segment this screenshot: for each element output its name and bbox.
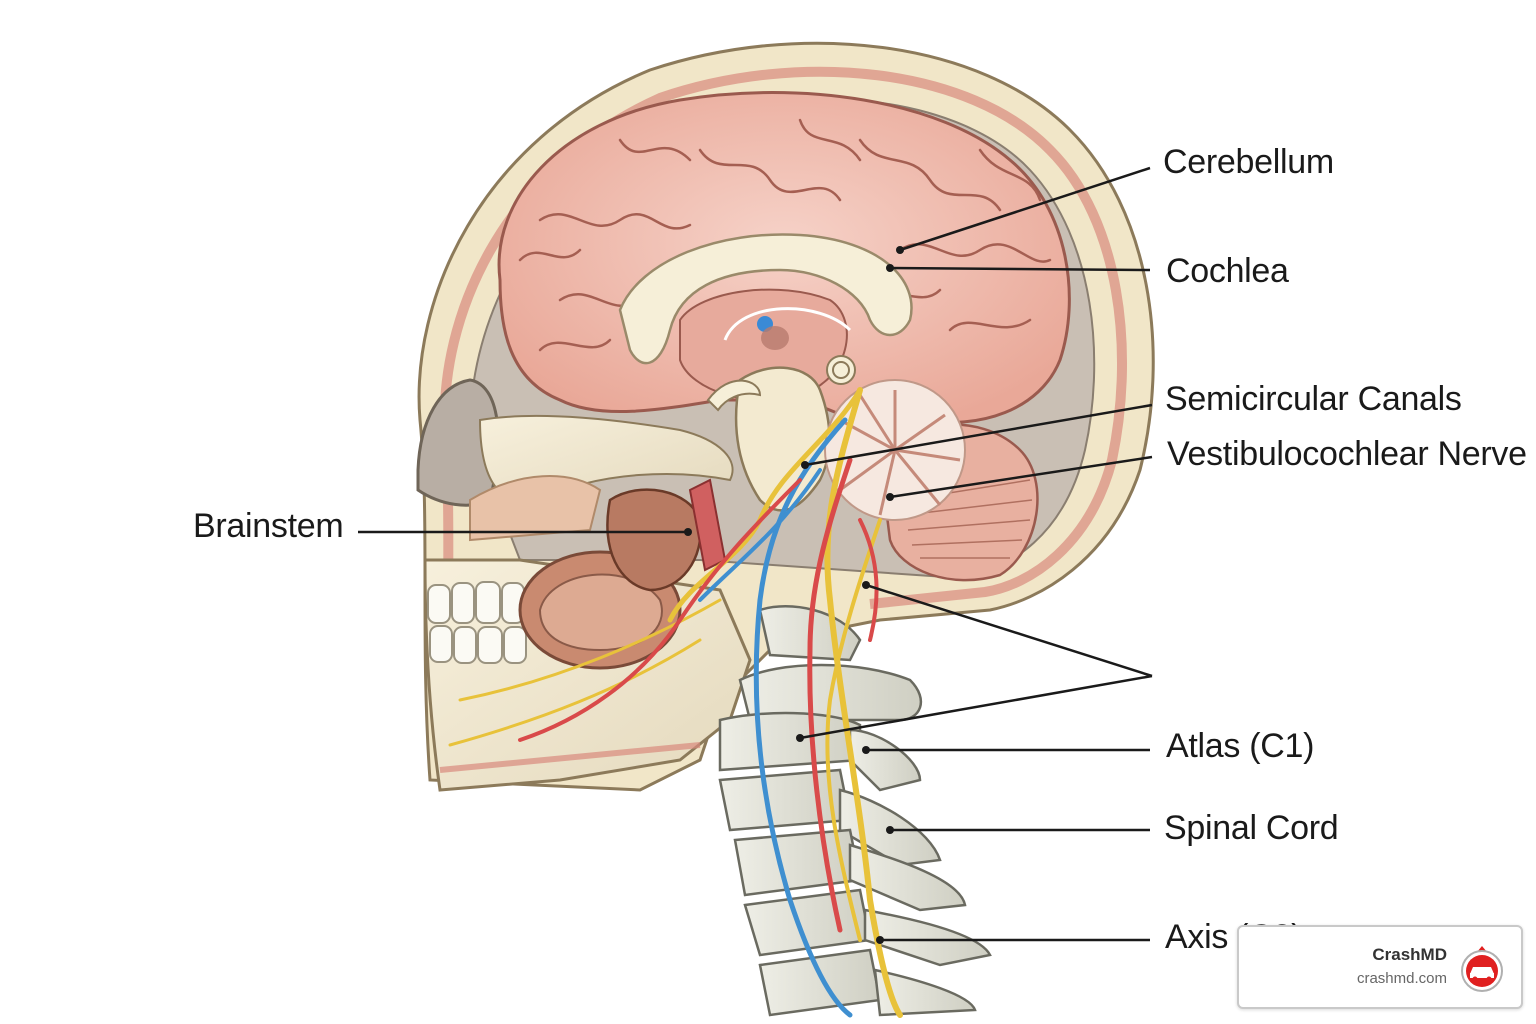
pharynx — [518, 478, 727, 670]
crashmd-watermark-badge[interactable]: CrashMD crashmd.com — [1237, 925, 1523, 1009]
label-cochlea: Cochlea — [1166, 252, 1289, 290]
cervical-vertebrae — [718, 605, 992, 1017]
leader-arrowheads — [684, 246, 904, 944]
brainstem — [734, 366, 831, 512]
car-crash-badge-icon — [1461, 946, 1503, 992]
label-semicircular-canals: Semicircular Canals — [1165, 380, 1462, 418]
label-vestibulocochlear-nerve: Vestibulocochlear Nerve — [1167, 435, 1527, 473]
teeth — [427, 581, 527, 664]
watermark-url: crashmd.com — [1356, 970, 1447, 987]
leader-lines — [358, 166, 1153, 942]
watermark-brand-name: CrashMD — [1372, 945, 1447, 964]
label-brainstem: Brainstem — [193, 507, 344, 545]
label-spinal-cord: Spinal Cord — [1164, 809, 1339, 847]
label-atlas: Atlas (C1) — [1166, 727, 1315, 765]
nerves-and-vessels — [448, 387, 903, 1018]
label-cerebellum: Cerebellum — [1163, 143, 1334, 181]
